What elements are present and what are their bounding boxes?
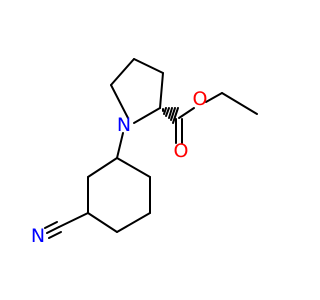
bond-nitrile-triple-a	[46, 226, 60, 234]
bond-n1-c5	[110, 84, 129, 119]
bond-c3-c2	[159, 72, 164, 109]
bond-n1-cyclohexyl	[116, 132, 124, 159]
ring-nitrogen-label: N	[117, 114, 131, 136]
bond-cy3-cy4	[116, 212, 151, 233]
carbonyl-oxygen-label: O	[174, 140, 189, 162]
bond-nitrile-triple-c	[48, 231, 62, 239]
nitrile-nitrogen-label: N	[31, 225, 45, 247]
ester-oxygen-label: O	[193, 88, 208, 110]
bond-c2-n1	[133, 107, 161, 124]
bond-c4-c3	[133, 58, 164, 74]
bond-ester-o-to-ch2	[205, 92, 223, 103]
bond-ch2-ch3	[221, 92, 258, 115]
molecule-structure: N O O N	[0, 0, 300, 300]
background	[0, 0, 300, 300]
bond-carbonyl-c-to-ester-o	[178, 107, 195, 119]
bond-nitrile-triple-b	[44, 221, 58, 229]
bond-c5-c4	[110, 58, 135, 86]
bond-cy4-cy5	[87, 212, 118, 233]
bond-cy1-cy2	[116, 157, 151, 178]
bond-cy5-nitrile-c	[58, 212, 89, 228]
bond-cy6-cy1	[87, 157, 118, 178]
stereo-dashed-wedge	[162, 107, 179, 124]
